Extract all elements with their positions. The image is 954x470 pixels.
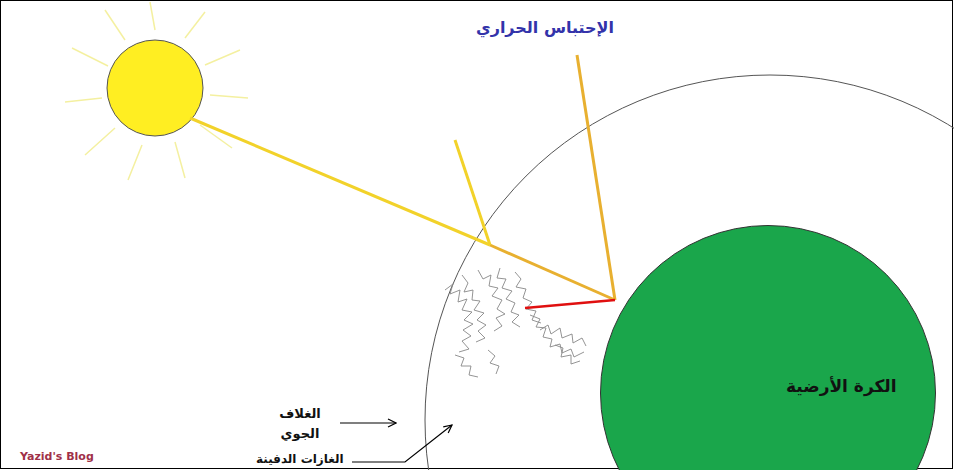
- watermark: Yazid's Blog: [20, 450, 94, 463]
- gases-label: الغازات الدفينة: [256, 452, 344, 466]
- atmosphere-outline: [425, 75, 954, 470]
- atmosphere-label: الغلاف الجوي: [268, 404, 332, 443]
- leader-arrow: [352, 425, 452, 462]
- incoming-ray: [490, 245, 615, 300]
- sun-rays: [65, 2, 248, 180]
- sun: [107, 40, 203, 136]
- reflected-ray: [455, 140, 490, 245]
- reflected-ray: [577, 55, 615, 300]
- greenhouse-gases: [445, 268, 586, 377]
- incoming-ray: [190, 118, 490, 245]
- earth-circle: الكرة الأرضية: [600, 225, 936, 470]
- diagram-title: الإحتباس الحراري: [476, 18, 614, 37]
- node-label: الكرة الأرضية: [786, 376, 897, 396]
- leader-arrow: [340, 422, 396, 423]
- trapped-heat-ray: [525, 300, 615, 308]
